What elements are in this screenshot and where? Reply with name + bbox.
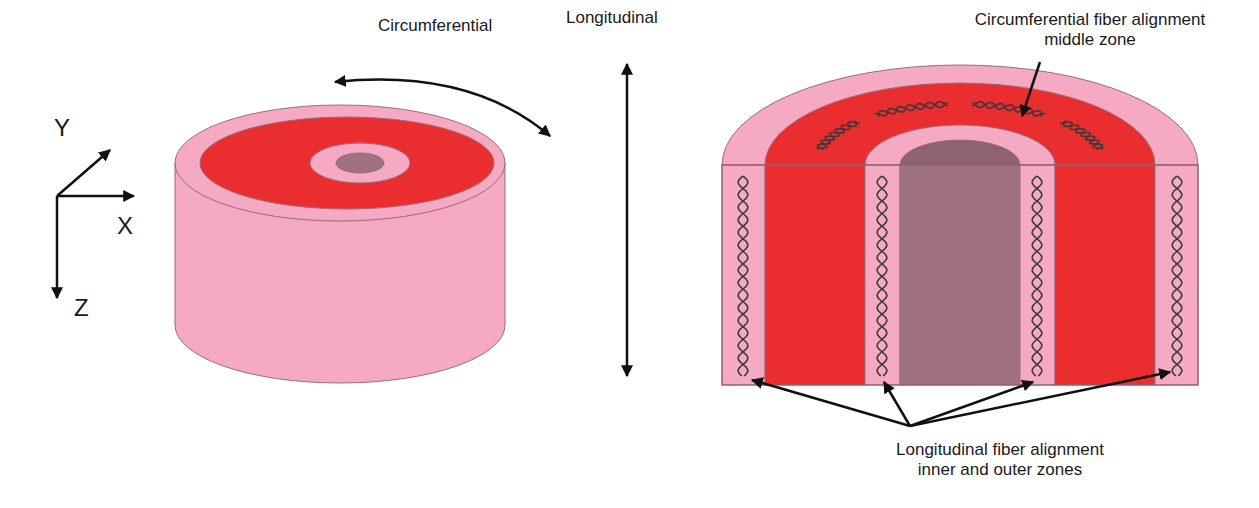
leader-arrows xyxy=(752,62,1170,426)
axis-triad xyxy=(57,150,134,298)
callout-label: Circumferential fiber alignment middle z… xyxy=(955,10,1225,51)
axis-label: Z xyxy=(74,294,89,323)
callout-label: Longitudinal fiber alignment inner and o… xyxy=(875,440,1125,481)
longitudinal-fiber xyxy=(738,176,748,376)
direction-label: Longitudinal xyxy=(566,8,658,28)
axis-label: Y xyxy=(54,114,70,143)
longitudinal-fiber xyxy=(1032,176,1042,376)
circumferential-fiber xyxy=(1063,120,1103,148)
circumferential-fiber xyxy=(875,102,947,116)
cutaway-cylinder xyxy=(722,65,1198,385)
direction-label: Circumferential xyxy=(378,16,492,36)
axis-label: X xyxy=(117,212,133,241)
longitudinal-fiber xyxy=(1172,176,1182,376)
circumferential-fiber xyxy=(817,120,857,148)
longitudinal-fiber xyxy=(1032,176,1042,376)
longitudinal-fiber xyxy=(877,176,887,376)
longitudinal-fiber xyxy=(877,176,887,376)
fiber-helices xyxy=(738,102,1182,376)
longitudinal-arrow xyxy=(626,64,629,376)
longitudinal-fiber xyxy=(738,176,748,376)
circumferential-fiber xyxy=(973,102,1045,116)
intact-cylinder xyxy=(175,105,505,383)
longitudinal-fiber xyxy=(1172,176,1182,376)
